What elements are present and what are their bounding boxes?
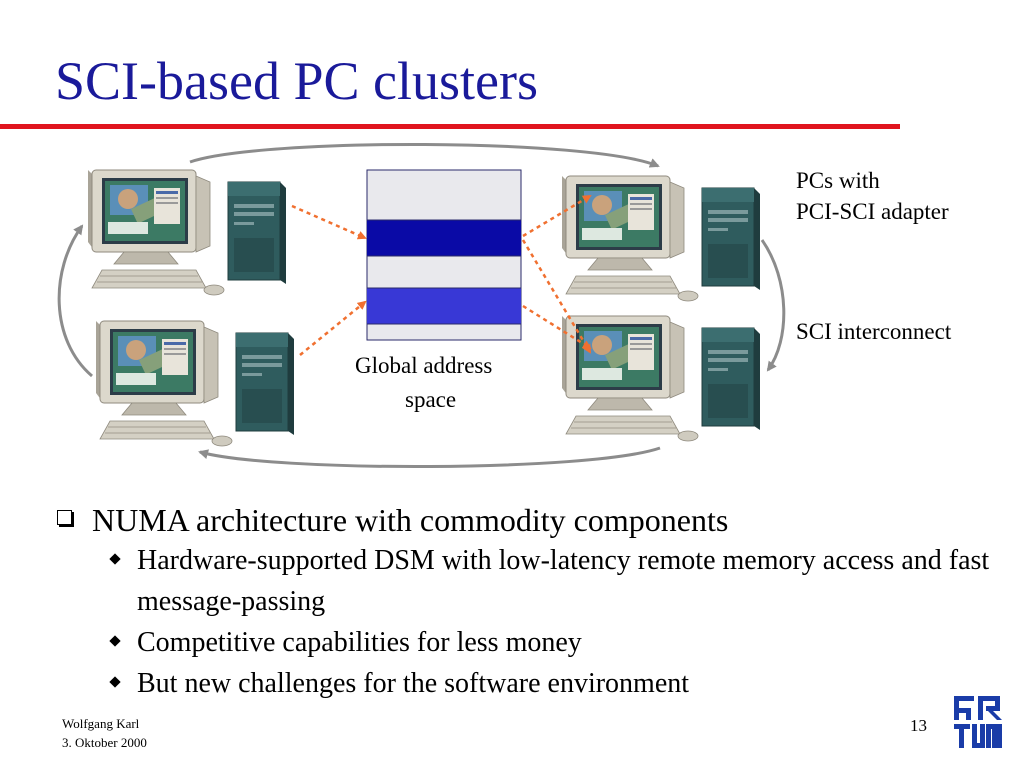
memory-segment [367,220,521,256]
pcs-label-line2: PCI-SCI adapter [796,199,949,224]
bullet-sub: But new challenges for the software envi… [55,663,1015,704]
bullet-sub-text: Hardware-supported DSM with low-latency … [137,545,990,617]
global-address-space [366,169,522,341]
ring-arrow-right [760,239,786,372]
interconnect-label: SCI interconnect [796,319,952,344]
memory-segment [367,288,521,324]
global-address-label-line2: space [405,387,457,412]
slide-title: SCI-based PC clusters [55,51,538,111]
ring-arrow-bottom [198,446,661,469]
pc-icon [87,169,287,296]
pc-icon [95,320,295,447]
bullet-sub: Competitive capabilities for less money [55,622,1015,663]
mapping-link [522,304,592,350]
footer-date: 3. Oktober 2000 [62,735,147,750]
pcs-label-line1: PCs with [796,168,880,193]
mapping-link [522,194,592,238]
pc-icon [561,175,761,302]
ring-arrow-top [189,143,660,168]
title-underline [0,124,900,129]
mapping-link [291,204,367,240]
checkbox-bullet-icon [57,510,72,525]
cluster-diagram: PCs with PCI-SCI adapter SCI interconnec… [0,130,1024,490]
bullet-list: NUMA architecture with commodity compone… [55,500,1015,704]
diamond-bullet-icon [109,635,121,647]
bullet-sub-text: Competitive capabilities for less money [137,627,582,658]
diamond-bullet-icon [109,553,121,565]
bullet-sub-text: But new challenges for the software envi… [137,668,690,699]
global-address-label-line1: Global address [355,353,493,378]
ring-arrow-left [57,224,93,378]
mapping-link [521,239,592,354]
diagram-canvas [57,143,786,469]
footer-author: Wolfgang Karl [62,716,140,731]
mapping-link [299,300,367,356]
pc-icon [561,315,761,442]
page-number: 13 [910,716,927,735]
tum-logo-icon [954,696,1002,748]
bullet-sub: Hardware-supported DSM with low-latency … [55,540,1015,622]
footer: Wolfgang Karl 3. Oktober 2000 [62,714,147,752]
bullet-main-text: NUMA architecture with commodity compone… [92,502,729,538]
bullet-main: NUMA architecture with commodity compone… [55,500,1015,540]
diamond-bullet-icon [109,676,121,688]
